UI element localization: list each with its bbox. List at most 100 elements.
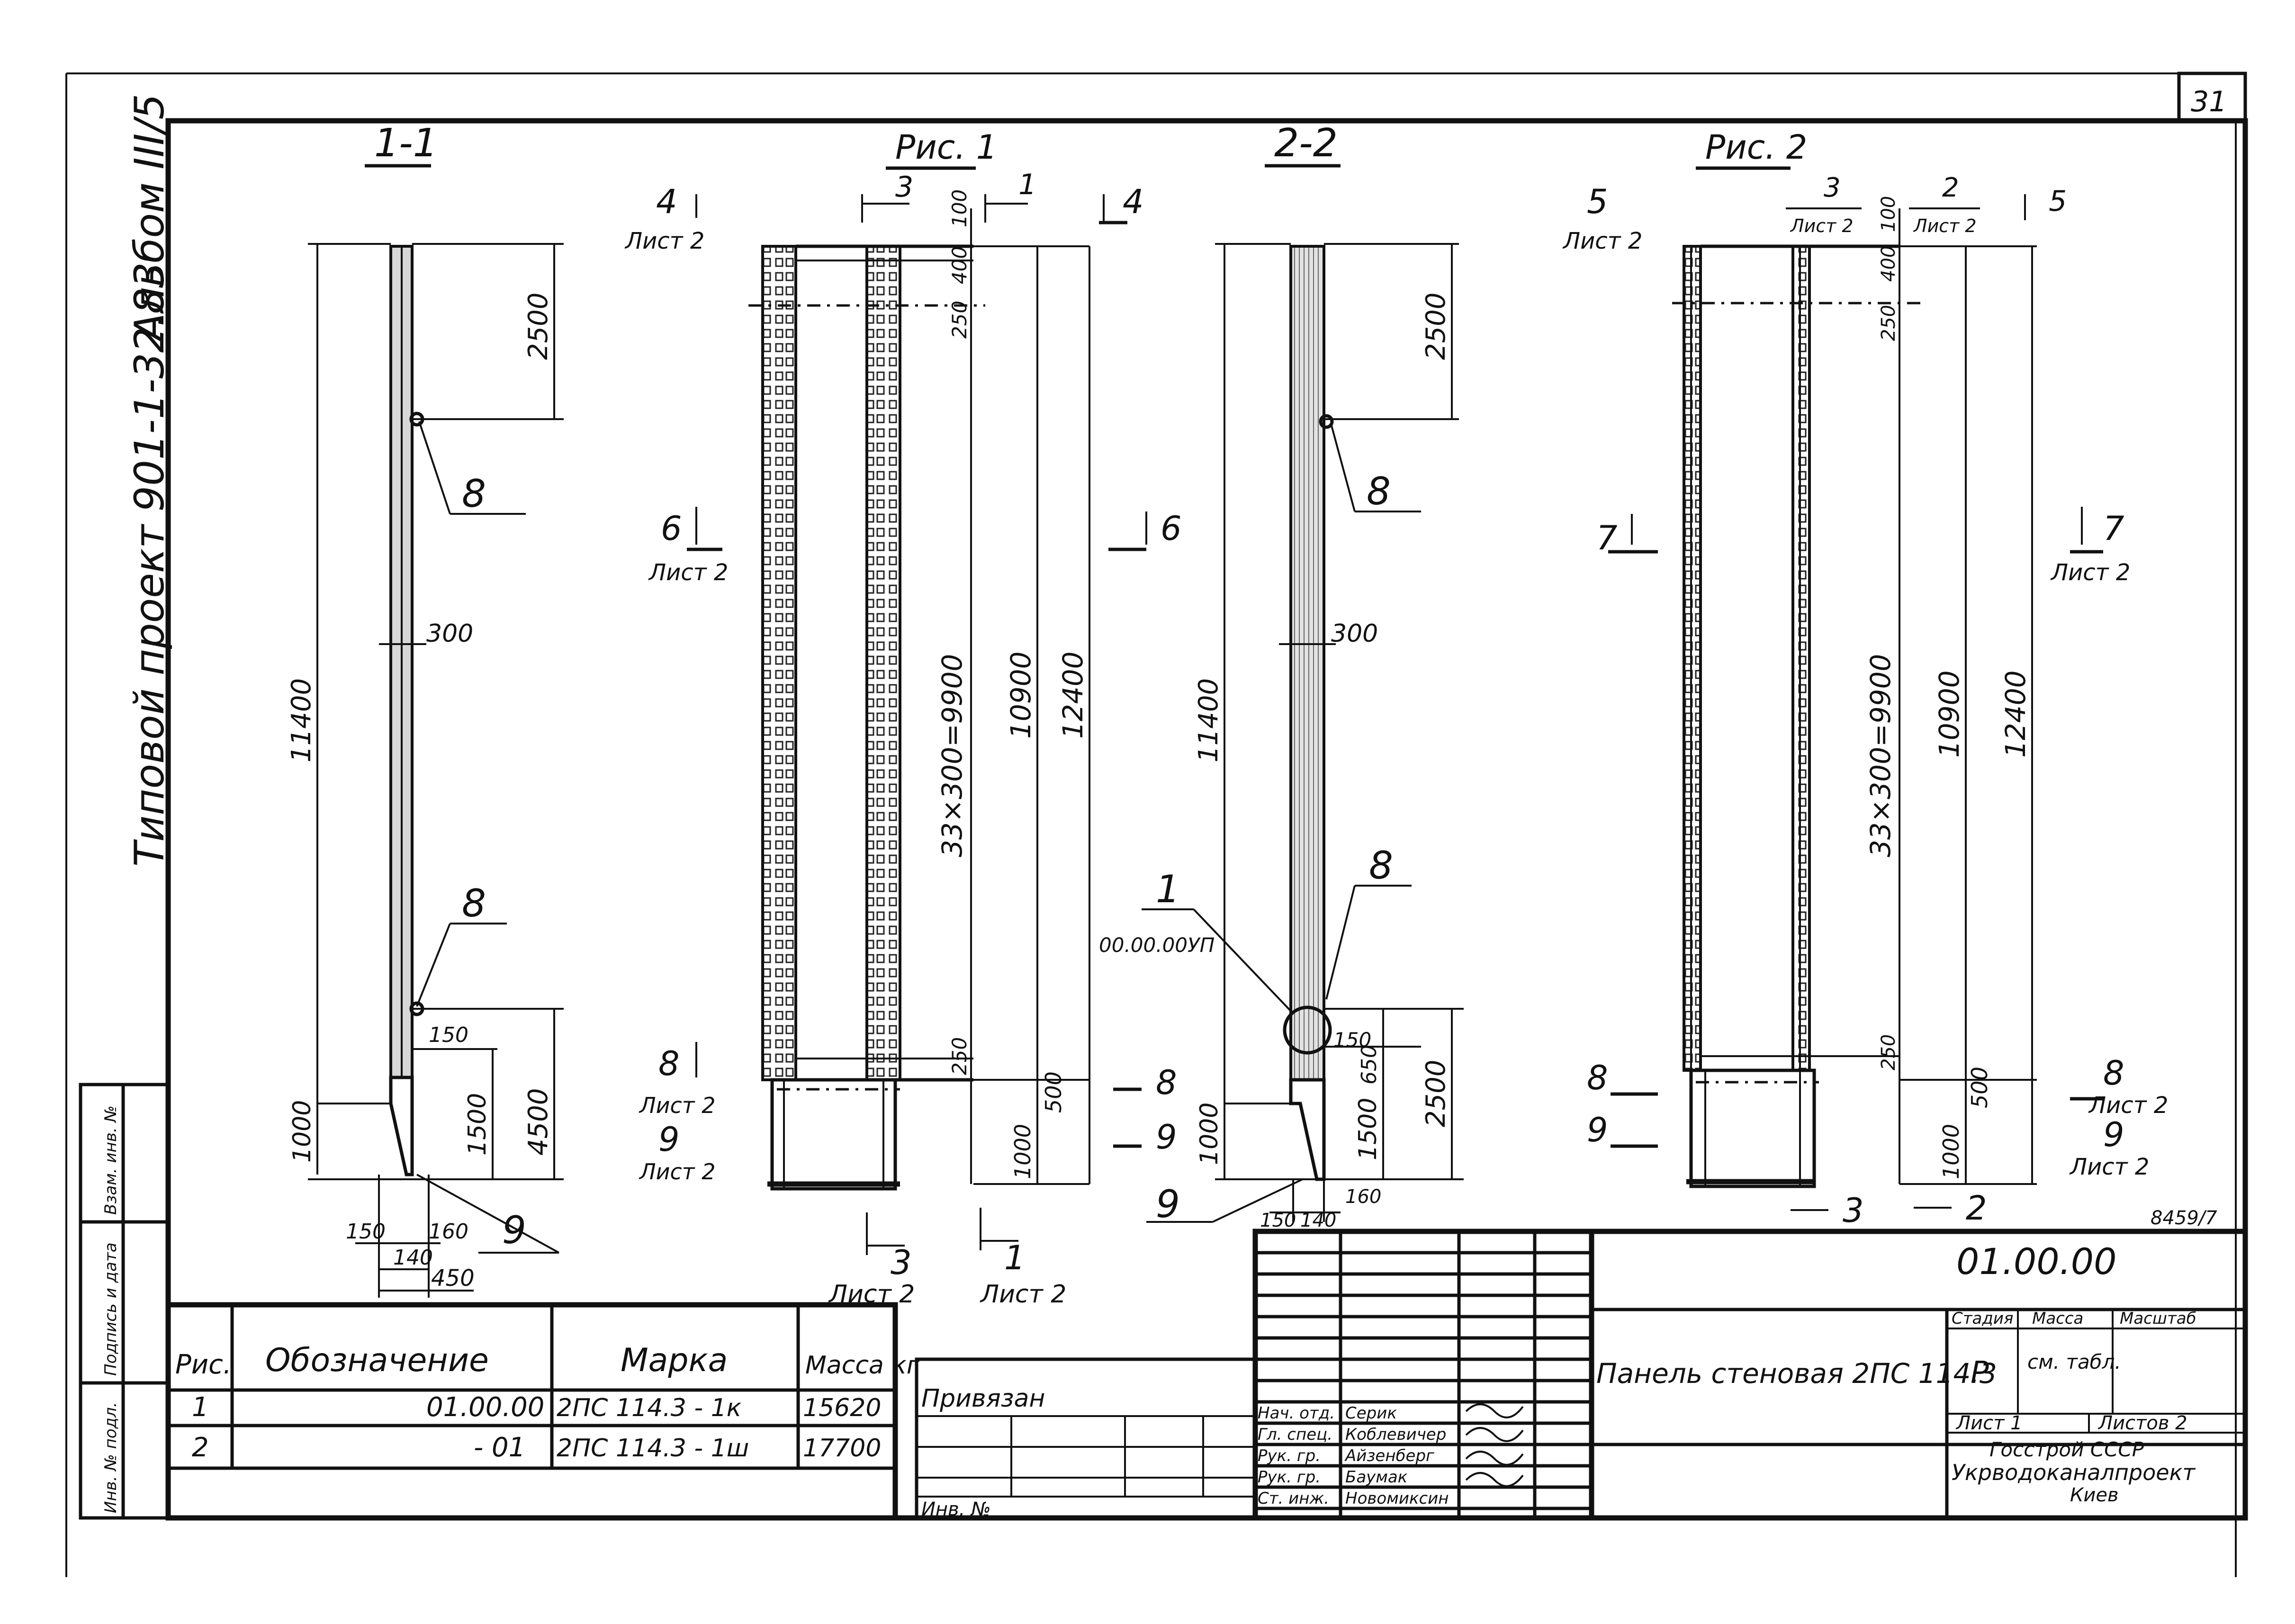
side-stamp-replace: Взам. инв. № <box>101 1105 120 1215</box>
spec-r2-fig: 2 <box>192 1432 209 1463</box>
side-stamp: Инв. № подл. Подпись и дата Взам. инв. №… <box>79 94 173 1520</box>
fig1-dim-100: 100 <box>948 189 971 227</box>
s1-dim-mid: 300 <box>426 619 473 648</box>
fig1-dim-250-bot: 250 <box>948 1037 971 1075</box>
signer-3-role: Рук. гр. <box>1258 1446 1321 1465</box>
s2-dim-2500: 2500 <box>1421 1059 1451 1127</box>
title-mass-head: Масса <box>2032 1309 2083 1328</box>
title-org-1: Госстрой СССР <box>1989 1438 2144 1461</box>
s1-dim-150: 150 <box>429 1023 468 1047</box>
spec-r2-mass: 17700 <box>803 1434 881 1462</box>
corner-number: 31 <box>2191 85 2227 118</box>
fig1-dim-250: 250 <box>948 301 971 339</box>
fig2-cut5-left: 5 <box>1587 182 1608 221</box>
title-stage-head: Стадия <box>1952 1309 2013 1328</box>
fig2-cut3-bottom: 3 <box>1843 1191 1864 1230</box>
s2-dim-top: 2500 <box>1421 292 1451 360</box>
fig2-dim-400: 400 <box>1878 246 1899 282</box>
spec-head-fig: Рис. <box>175 1349 232 1380</box>
fig1-cut9-right: 9 <box>1156 1118 1177 1157</box>
fig2-cut2-top: 2 <box>1942 172 1959 203</box>
fig2-cut7-right: 7 <box>2103 509 2124 548</box>
section-1-title: 1-1 <box>374 121 438 166</box>
spec-r2-designation: - 01 <box>474 1432 525 1463</box>
fig2-dim-12400: 12400 <box>1999 670 2032 758</box>
figure-1: Рис. 1 3 1 4 Лист 2 4 6 Лист 2 6 8 <box>624 128 1182 1309</box>
signer-4-name: Баумак <box>1345 1468 1408 1487</box>
spec-head-mass: Масса кг <box>805 1351 920 1380</box>
fig2-title: Рис. 2 <box>1705 128 1807 167</box>
signer-1-name: Серик <box>1345 1404 1397 1423</box>
s2-dim-1500: 1500 <box>1354 1098 1382 1160</box>
fig1-cut3: 3 <box>895 170 913 204</box>
privyazan-box: Привязан Инв. № <box>915 1357 1257 1520</box>
signer-4-role: Рук. гр. <box>1258 1468 1321 1487</box>
s2-dim-1000: 1000 <box>1195 1103 1224 1165</box>
fig2-cut2-bottom: 2 <box>1966 1189 1987 1228</box>
fig1-dim-400: 400 <box>948 246 971 284</box>
fig2-cut9-left: 9 <box>1587 1111 1608 1149</box>
s2-dim-650: 650 <box>1357 1045 1381 1085</box>
archive-number: 8459/7 <box>2151 1207 2217 1229</box>
signature-1 <box>1465 1403 1524 1418</box>
fig1-cut6-sheet: Лист 2 <box>648 559 728 586</box>
fig1-cut1-bottom: 1 <box>1004 1238 1026 1277</box>
section-2-2: 2-2 11400 2500 8 300 8 1 00.00.00УП 150 … <box>1099 121 1464 1231</box>
s2-pos9: 9 <box>1156 1182 1180 1226</box>
title-scale-head: Масштаб <box>2120 1309 2196 1328</box>
title-sheet: Лист 1 <box>1955 1412 2023 1434</box>
signer-5-name: Новомиксин <box>1345 1489 1449 1508</box>
s2-pos1: 1 <box>1156 867 1180 911</box>
album-label: Альбом III/5 <box>126 94 173 343</box>
fig1-cut4-left: 4 <box>656 182 677 221</box>
fig1-cut4-sheet: Лист 2 <box>624 228 704 254</box>
fig2-dim-250: 250 <box>1878 305 1899 341</box>
fig2-cut3-top-sheet: Лист 2 <box>1790 215 1854 236</box>
title-code: 01.00.00 <box>1956 1240 2116 1283</box>
s2-pos1-ref: 00.00.00УП <box>1099 933 1215 957</box>
s2-dim-mid: 300 <box>1331 619 1378 648</box>
s2-pos8-top: 8 <box>1367 469 1391 513</box>
side-stamp-inv: Инв. № подл. <box>101 1402 120 1513</box>
fig2-dim-grid: 33×300=9900 <box>1864 654 1897 857</box>
title-block: 01.00.00 Панель стеновая 2ПС 114.3 Стади… <box>1252 1229 2248 1521</box>
s2-dim-150: 150 <box>1333 1028 1371 1051</box>
s1-pos8-top: 8 <box>462 472 486 516</box>
spec-r1-mass: 15620 <box>803 1394 881 1422</box>
s1-dim-4500: 4500 <box>523 1088 554 1156</box>
fig1-dim-10900: 10900 <box>1005 651 1037 739</box>
spec-head-mark: Марка <box>621 1342 728 1379</box>
title-name: Панель стеновая 2ПС 114.3 <box>1596 1357 1997 1390</box>
fig1-cut8-left: 8 <box>658 1044 680 1083</box>
fig1-cut8-right: 8 <box>1156 1063 1177 1102</box>
fig1-cut1-sheet: Лист 2 <box>980 1280 1066 1309</box>
s2-foot-140: 140 <box>1300 1210 1336 1231</box>
fig1-cut6-right: 6 <box>1161 509 1182 548</box>
signer-1-role: Нач. отд. <box>1258 1404 1335 1423</box>
fig1-cut3-bottom: 3 <box>891 1243 912 1282</box>
fig2-cut9-right: 9 <box>2103 1115 2124 1154</box>
title-org-3: Киев <box>2070 1484 2119 1506</box>
signer-5-role: Ст. инж. <box>1258 1489 1329 1508</box>
fig2-dim-500: 500 <box>1967 1067 1992 1108</box>
spec-head-designation: Обозначение <box>265 1342 489 1379</box>
project-label: Типовой проект 901-1-32.83 <box>126 262 173 867</box>
fig1-cut9-sheet: Лист 2 <box>639 1159 715 1184</box>
signature-3 <box>1465 1451 1524 1466</box>
fig1-cut8-sheet: Лист 2 <box>639 1093 715 1118</box>
fig2-cut8-left: 8 <box>1587 1059 1608 1097</box>
figure-2: Рис. 2 5 Лист 2 5 3 Лист 2 2 Лист 2 7 7 … <box>1562 128 2217 1230</box>
s1-pos9: 9 <box>502 1208 526 1252</box>
s2-foot-160: 160 <box>1345 1186 1381 1208</box>
s1-dim-1000: 1000 <box>288 1100 316 1163</box>
fig2-cut2-top-sheet: Лист 2 <box>1913 215 1977 236</box>
title-mass: см. табл. <box>2027 1350 2121 1373</box>
title-stage: Р <box>1971 1355 1989 1391</box>
s1-dim-1500: 1500 <box>463 1093 492 1156</box>
s1-foot-160: 160 <box>429 1220 468 1244</box>
signer-2-name: Коблевичер <box>1345 1425 1446 1444</box>
fig1-dim-12400: 12400 <box>1057 651 1089 739</box>
section-2-title: 2-2 <box>1274 121 1338 166</box>
privyazan-inv: Инв. № <box>921 1498 991 1520</box>
